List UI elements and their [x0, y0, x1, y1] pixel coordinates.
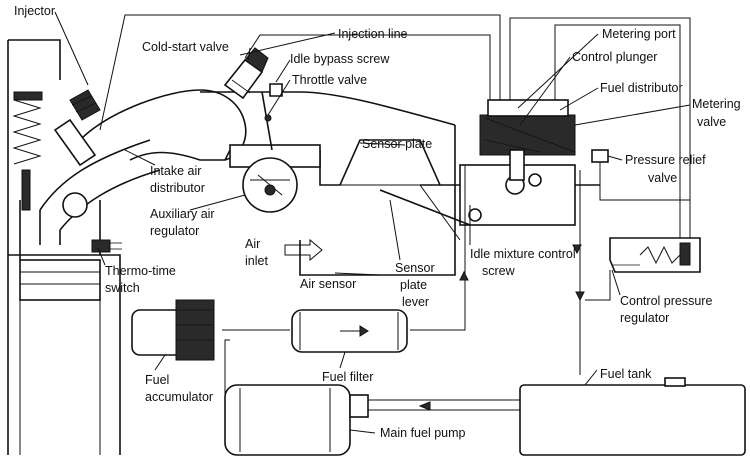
- label-air-inlet-1: Air: [245, 237, 260, 251]
- label-injection-line: Injection line: [338, 27, 408, 41]
- label-sensor-lever-2: plate: [400, 278, 427, 292]
- engine-block: [7, 39, 161, 455]
- label-air-sensor: Air sensor: [300, 277, 356, 291]
- fuel-filter: [291, 309, 408, 353]
- label-control-plunger: Control plunger: [572, 50, 657, 64]
- label-intake-air-1: Intake air: [150, 164, 201, 178]
- label-fuel-accumulator-1: Fuel: [145, 373, 169, 387]
- label-sensor-lever-3: lever: [402, 295, 429, 309]
- label-fuel-tank: Fuel tank: [600, 367, 652, 381]
- fuel-accumulator: [131, 299, 215, 361]
- label-pressure-relief-1: Pressure relief: [625, 153, 706, 167]
- auxiliary-air-regulator: [242, 157, 298, 213]
- label-idle-mixture-1: Idle mixture control: [470, 247, 576, 261]
- label-thermo-1: Thermo-time: [105, 264, 176, 278]
- label-pressure-relief-2: valve: [648, 171, 677, 185]
- label-metering-valve-1: Metering: [692, 97, 741, 111]
- main-fuel-pump: [224, 384, 369, 456]
- label-metering-port: Metering port: [602, 27, 676, 41]
- throttle-valve: [261, 83, 283, 151]
- labels: Injector Injection line Cold-start valve…: [14, 4, 741, 440]
- label-aux-air-2: regulator: [150, 224, 199, 238]
- label-sensor-lever-1: Sensor: [395, 261, 435, 275]
- label-fuel-accumulator-2: accumulator: [145, 390, 213, 404]
- label-metering-valve-2: valve: [697, 115, 726, 129]
- air-sensor: [299, 125, 600, 276]
- label-thermo-2: switch: [105, 281, 140, 295]
- label-throttle-valve: Throttle valve: [292, 73, 367, 87]
- label-injector: Injector: [14, 4, 55, 18]
- label-idle-mixture-2: screw: [482, 264, 516, 278]
- control-pressure-regulator: [609, 237, 701, 273]
- fuel-lines: [99, 14, 691, 420]
- leader-lines: [54, 11, 691, 434]
- label-main-fuel-pump: Main fuel pump: [380, 426, 466, 440]
- label-fuel-distributor: Fuel distributor: [600, 81, 683, 95]
- injector: [53, 89, 101, 167]
- label-control-pressure-2: regulator: [620, 311, 669, 325]
- fuel-tank: [519, 377, 746, 456]
- label-air-inlet-2: inlet: [245, 254, 268, 268]
- label-fuel-filter: Fuel filter: [322, 370, 373, 384]
- label-aux-air-1: Auxiliary air: [150, 207, 215, 221]
- label-idle-bypass-screw: Idle bypass screw: [290, 52, 390, 66]
- label-control-pressure-1: Control pressure: [620, 294, 712, 308]
- label-sensor-plate: Sensor plate: [362, 137, 432, 151]
- label-cold-start-valve: Cold-start valve: [142, 40, 229, 54]
- label-intake-air-2: distributor: [150, 181, 205, 195]
- air-inlet-arrow: [284, 238, 323, 262]
- thermo-time-switch: [91, 239, 122, 253]
